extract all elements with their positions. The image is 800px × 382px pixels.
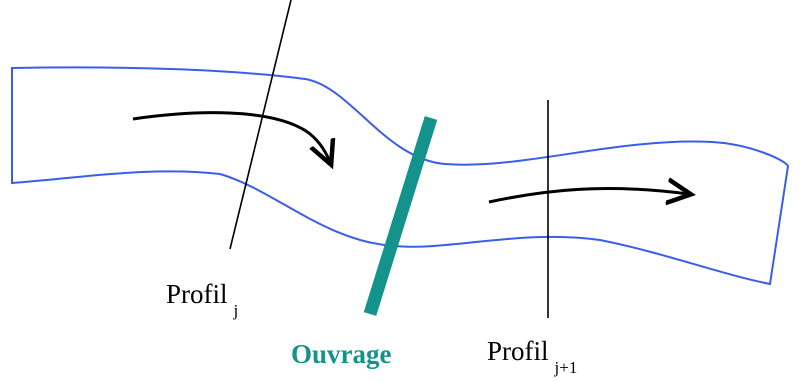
- profil-j1-text: Profil: [487, 336, 549, 366]
- profil-j-text: Profil: [166, 279, 228, 309]
- ouvrage-label: Ouvrage: [291, 339, 392, 369]
- profil-j-subscript: j: [233, 301, 239, 320]
- profil-j1-subscript: j+1: [554, 358, 578, 377]
- flow-arrow-2: [488, 189, 688, 202]
- profil-j1-label: Profil j+1: [487, 336, 577, 377]
- profil-j-label: Profilj: [166, 279, 238, 320]
- channel-outline: [11, 66, 790, 286]
- profil-j-line: [229, 0, 292, 250]
- ouvrage-bar: [363, 116, 438, 316]
- flow-arrow-1: [132, 111, 330, 162]
